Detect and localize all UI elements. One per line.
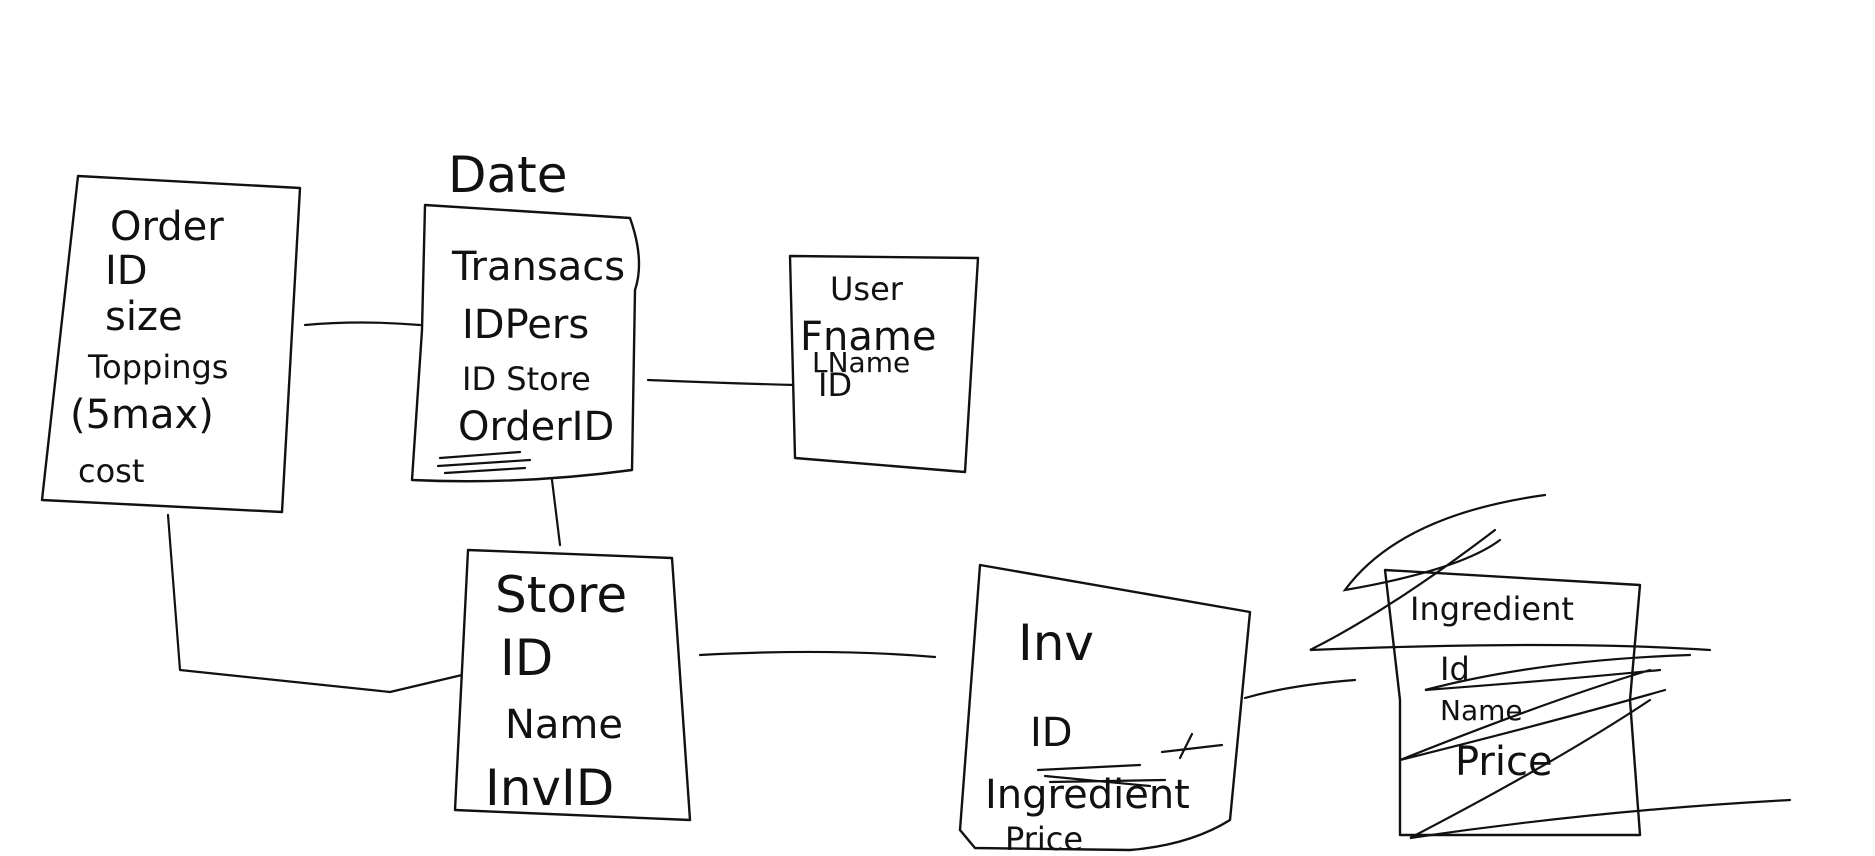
entity-ingredient-strike-scribble: [1309, 493, 1792, 840]
entity-order-field-max: (5max): [70, 392, 214, 438]
entity-ingredient-title: Ingredient: [1410, 590, 1574, 628]
entity-store-field-name: Name: [505, 702, 623, 748]
entity-transaction-box: [410, 203, 641, 483]
entity-transaction-field-idstore: ID Store: [462, 360, 591, 398]
entity-inventory-field-price: Price: [1005, 820, 1083, 856]
entity-transaction[interactable]: Date Transacs IDPers ID Store OrderID: [410, 146, 641, 483]
connector-order-transaction: [303, 321, 422, 327]
entity-user-field-lname: LName: [812, 346, 910, 379]
entity-store[interactable]: Store ID Name InvID: [453, 548, 692, 822]
entity-transaction-field-idpers: IDPers: [462, 302, 589, 348]
entity-transaction-title: Transacs: [451, 244, 625, 290]
entity-order-field-cost: cost: [78, 452, 144, 490]
entity-ingredient-field-price: Price: [1455, 739, 1553, 785]
entity-inventory-key-marker: [1160, 732, 1224, 760]
entity-ingredient-field-name: Name: [1440, 694, 1523, 727]
connector-store-inventory: [698, 650, 937, 659]
entity-order[interactable]: Order ID size Toppings (5max) cost: [40, 174, 302, 514]
entity-inventory-scribble: [1036, 763, 1167, 788]
entity-transaction-field-orderid: OrderID: [458, 404, 614, 450]
connector-transaction-user: [646, 378, 797, 387]
entity-order-box: [40, 174, 302, 514]
entity-ingredient-box: [1383, 568, 1642, 837]
entity-store-field-id: ID: [500, 629, 553, 687]
connector-transaction-store: [550, 478, 562, 547]
entity-transaction-caption: Date: [448, 146, 568, 204]
entity-transaction-scribble: [436, 450, 532, 475]
connector-order-store: [166, 513, 464, 694]
entity-order-field-id: ID: [105, 248, 148, 294]
entity-user-field-fname: Fname: [800, 314, 936, 360]
connector-inventory-ingredient: [1243, 678, 1357, 700]
entity-inventory-title: Inv: [1018, 614, 1094, 672]
entity-store-field-invid: InvID: [485, 759, 614, 817]
entity-user[interactable]: User Fname LName ID: [788, 254, 980, 474]
entity-user-title: User: [830, 270, 904, 308]
entity-store-title: Store: [495, 566, 627, 624]
entity-user-field-id: ID: [818, 366, 852, 404]
entity-inventory-field-ingredient: Ingredient: [985, 772, 1190, 818]
entity-order-title: Order: [110, 204, 224, 250]
entity-store-box: [453, 548, 692, 822]
entity-inventory-box: [958, 563, 1252, 852]
entity-ingredient[interactable]: Ingredient Id Name Price: [1309, 493, 1792, 840]
entity-order-field-toppings: Toppings: [87, 348, 228, 386]
entity-user-box: [788, 254, 980, 474]
entity-inventory-field-id: ID: [1030, 710, 1073, 756]
entity-order-field-size: size: [105, 294, 183, 340]
entity-inventory[interactable]: Inv ID Ingredient Price: [958, 563, 1252, 856]
